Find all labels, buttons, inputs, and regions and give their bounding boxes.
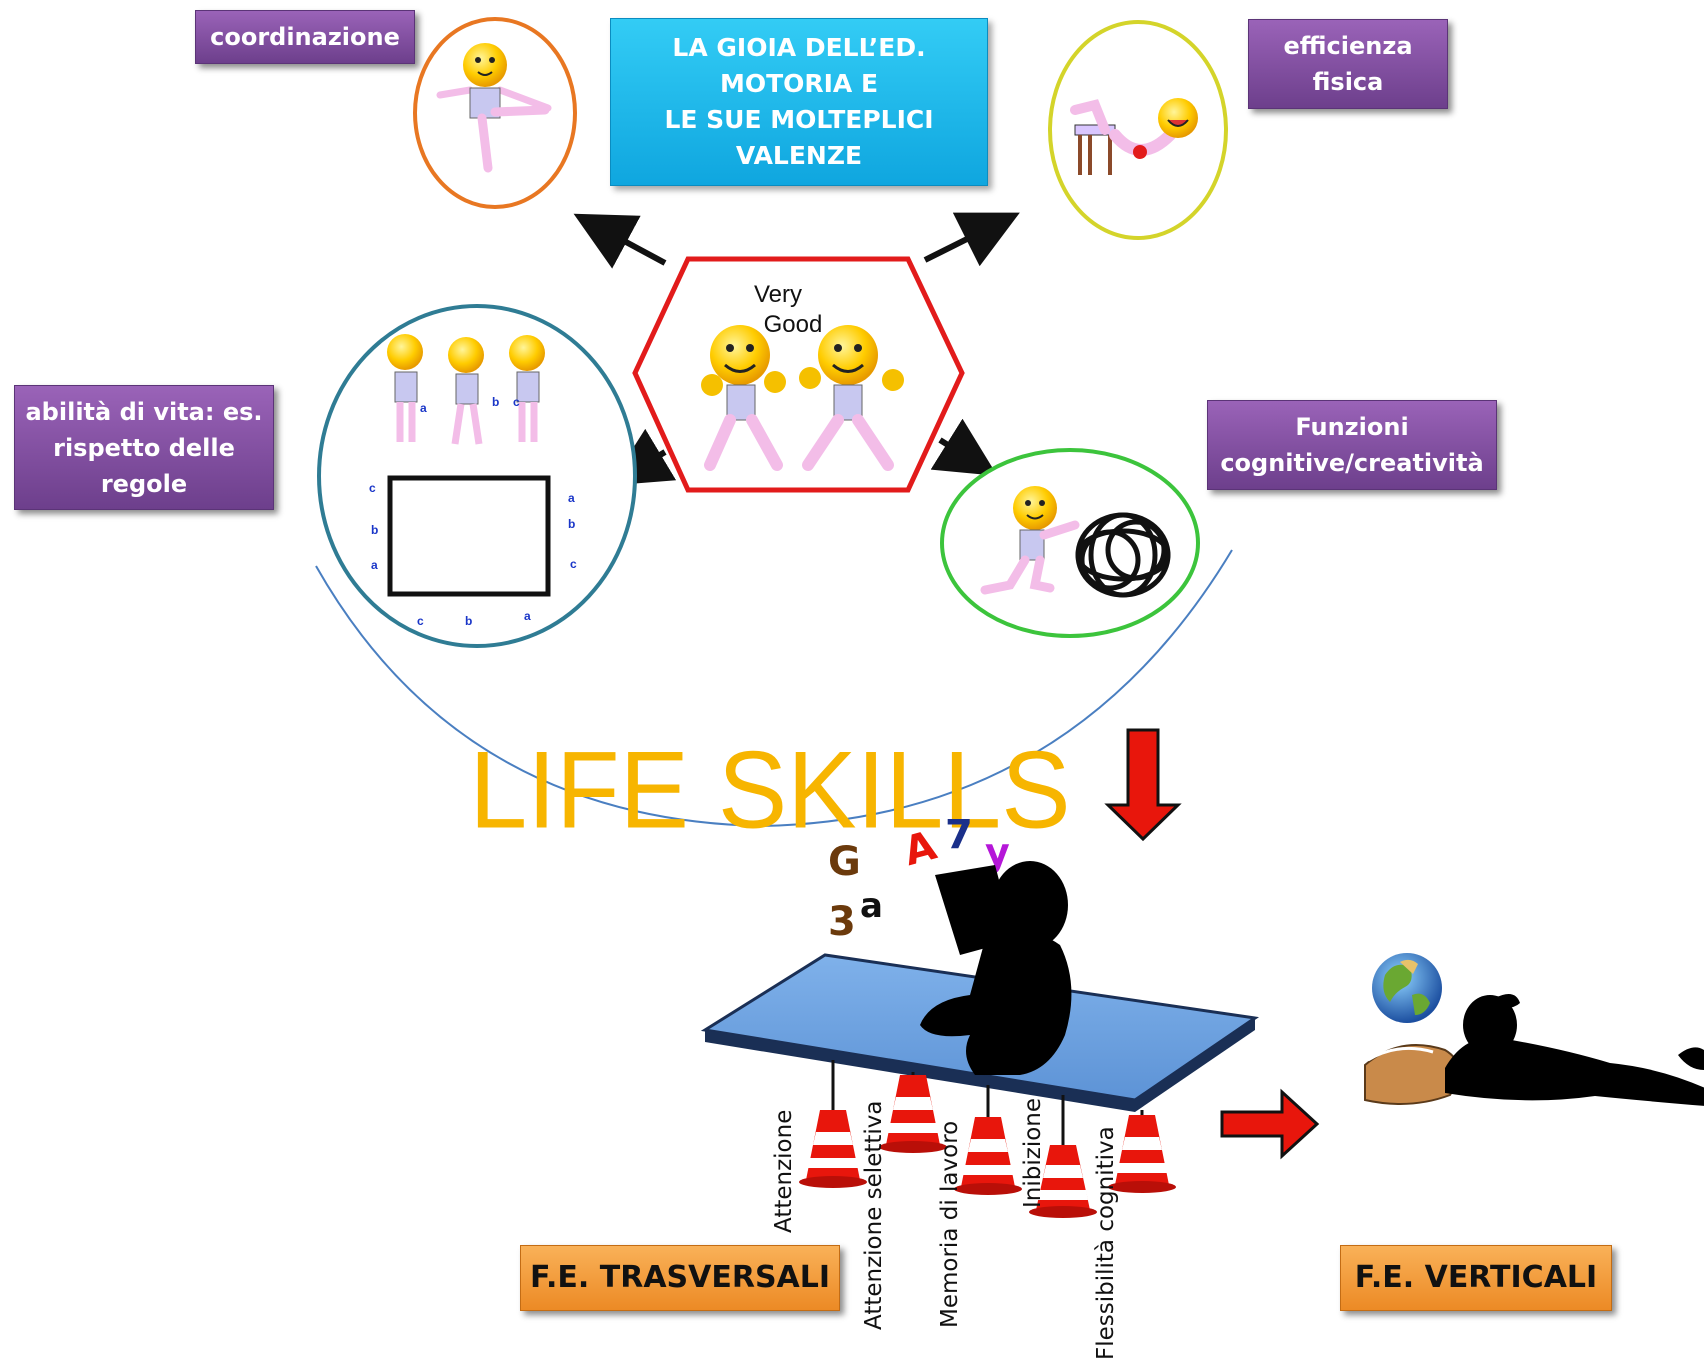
arrow-to-efficienza — [923, 212, 1020, 267]
good-text: Good — [764, 311, 823, 338]
balancing-figure — [436, 43, 552, 173]
fe-trasversali-text: F.E. TRASVERSALI — [529, 1260, 831, 1295]
letter-g: G — [828, 839, 861, 885]
globe-icon — [1372, 953, 1442, 1023]
arrow-to-abilita — [609, 428, 677, 486]
grid-letter: b — [568, 517, 575, 531]
letter-3: 3 — [828, 899, 856, 945]
grid-letter: c — [570, 557, 577, 571]
cone-label: Attenzione selettiva — [861, 1101, 887, 1330]
cheering-figure-right — [799, 325, 904, 471]
fe-trasversali-label: F.E. TRASVERSALI — [520, 1245, 840, 1311]
cone-label: Flessibilità cognitiva — [1093, 1126, 1119, 1360]
title-line: LE SUE MOLTEPLICI — [664, 105, 934, 134]
arrow-to-coordinazione — [573, 213, 667, 269]
grid-letter: c — [513, 395, 520, 409]
reading-girl-silhouette — [1364, 994, 1704, 1106]
coordinazione-label: coordinazione — [195, 10, 415, 64]
grid-letter: b — [465, 614, 472, 628]
efficienza-label: efficienza fisica — [1248, 19, 1448, 109]
grid-letter: b — [371, 523, 378, 537]
funzioni-label: Funzioni cognitive/creatività — [1207, 400, 1497, 490]
down-arrow — [1104, 728, 1182, 842]
cone-label: Inibizione — [1020, 1098, 1046, 1208]
title-line: VALENZE — [735, 141, 863, 170]
grid-letter: a — [371, 558, 378, 572]
efficienza-line: fisica — [1312, 68, 1384, 96]
three-figures — [387, 334, 545, 445]
abilita-line: abilità di vita: es. — [25, 397, 263, 426]
letter-7: 7 — [945, 812, 973, 858]
very-text: Very — [754, 281, 802, 308]
efficienza-circle — [1048, 20, 1228, 240]
efficienza-line: efficienza — [1283, 32, 1413, 60]
title-box: LA GIOIA DELL’ED. MOTORIA E LE SUE MOLTE… — [610, 18, 988, 186]
grid-letter: c — [417, 614, 424, 628]
rules-square — [387, 475, 551, 597]
cone-labels: Attenzione Attenzione selettiva Memoria … — [771, 1098, 1119, 1360]
funzioni-line: Funzioni — [1295, 413, 1409, 441]
letter-a: a — [860, 886, 883, 926]
abilita-line: rispetto delle — [53, 433, 235, 462]
fe-verticali-text: F.E. VERTICALI — [1354, 1260, 1598, 1295]
grid-letter: a — [420, 401, 427, 415]
title-line: MOTORIA E — [719, 69, 879, 98]
grid-letters: a b c c b a a b c c b a — [369, 395, 577, 628]
exercise-figure — [1070, 98, 1198, 175]
grid-letter: c — [369, 481, 376, 495]
reading-child-silhouette — [920, 861, 1072, 1075]
rope-figure — [980, 486, 1171, 598]
arrow-to-funzioni — [930, 418, 998, 476]
grid-letter: b — [492, 395, 499, 409]
fe-verticali-label: F.E. VERTICALI — [1340, 1245, 1612, 1311]
right-arrow — [1220, 1088, 1320, 1160]
abilita-line: regole — [100, 469, 188, 498]
grid-letter: a — [568, 491, 575, 505]
cones — [799, 1060, 1176, 1218]
title-line: LA GIOIA DELL’ED. — [672, 33, 926, 62]
funzioni-line: cognitive/creatività — [1220, 449, 1484, 477]
life-skills-text: LIFE SKILLS — [469, 728, 1070, 851]
cone-label: Attenzione — [771, 1110, 797, 1233]
grid-letter: a — [524, 609, 531, 623]
abilita-label: abilità di vita: es. rispetto delle rego… — [14, 385, 274, 510]
very-good-hexagon — [632, 256, 965, 493]
cheering-figure-left — [701, 325, 786, 471]
cone-label: Memoria di lavoro — [937, 1121, 963, 1328]
coordinazione-text: coordinazione — [210, 23, 400, 51]
life-skills-arc — [315, 549, 1233, 828]
